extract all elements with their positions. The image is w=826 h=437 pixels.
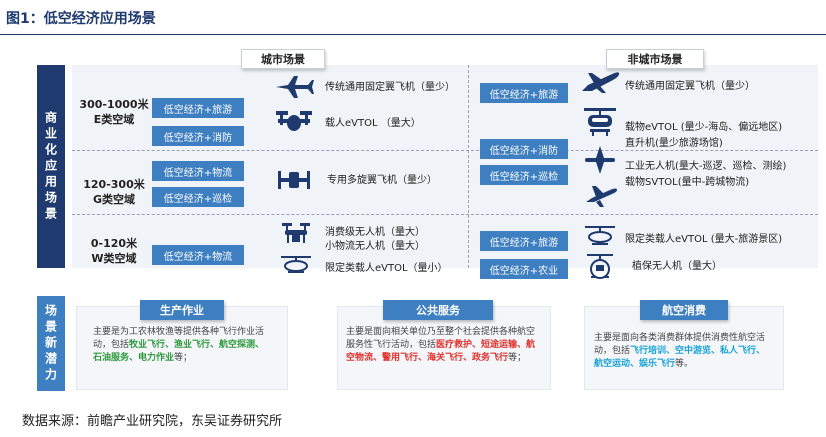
drone-icon bbox=[280, 220, 312, 248]
non-urban-tag-fire: 低空经济+消防 bbox=[480, 139, 568, 159]
potential-public-desc: 主要是面向相关单位乃至整个社会提供各种航空服务性飞行活动，包括医疗救护、短途运输… bbox=[346, 326, 542, 365]
desc-segment: 飞行培训、空中游览、私人飞行、航空运动、娱乐飞行 bbox=[594, 346, 766, 369]
desc-segment: 牧业飞行、渔业飞行、航空探测、石油服务、电力作业 bbox=[93, 340, 265, 363]
non-urban-tag-inspection: 低空经济+巡检 bbox=[480, 165, 568, 185]
non-urban-item-svtol: 载物SVTOL(量中-跨城物流) bbox=[625, 177, 750, 188]
altitude-e-range: 300-1000米 bbox=[79, 98, 149, 111]
divider-2 bbox=[72, 214, 818, 215]
potential-consumption-box bbox=[584, 306, 784, 390]
altitude-w: 0-120米 W类空域 bbox=[76, 236, 152, 266]
desc-segment: 主要是为工农林牧渔等提供各种飞行作业活动，包括 bbox=[93, 327, 265, 350]
header-non-urban: 非城市场景 bbox=[606, 49, 704, 69]
urban-tag-fire: 低空经济+消防 bbox=[152, 126, 244, 146]
altitude-w-range: 0-120米 bbox=[90, 237, 138, 250]
sidebar-potential: 场景新潜力 bbox=[37, 296, 65, 391]
non-urban-tag-tourism: 低空经济+旅游 bbox=[480, 83, 568, 103]
non-urban-item-cargo-evtol: 载物eVTOL (量少-海岛、偏远地区) bbox=[625, 122, 783, 133]
non-urban-item-industrial-uav: 工业无人机(量大-巡逻、巡检、测绘) bbox=[625, 161, 787, 172]
title-divider bbox=[0, 34, 826, 35]
urban-tag-tourism: 低空经济+旅游 bbox=[152, 98, 244, 118]
non-urban-item-limited-evtol: 限定类载人eVTOL (量大-旅游景区) bbox=[625, 234, 783, 245]
urban-item-limited-evtol: 限定类载人eVTOL（量小） bbox=[325, 263, 448, 274]
altitude-g: 120-300米 G类空域 bbox=[76, 177, 152, 207]
altitude-g-class: G类空域 bbox=[92, 193, 136, 206]
divider-vertical bbox=[468, 65, 469, 268]
limited-evtol-icon bbox=[582, 222, 618, 248]
plane-icon bbox=[270, 72, 318, 102]
urban-tag-inspection: 低空经济+巡检 bbox=[152, 187, 244, 207]
divider-1 bbox=[72, 150, 818, 151]
multirotor-icon bbox=[270, 165, 318, 195]
potential-consumption-title: 航空消费 bbox=[640, 300, 728, 320]
jet-icon bbox=[578, 68, 622, 96]
evtol-icon bbox=[270, 106, 318, 136]
evtol-small-icon bbox=[278, 252, 314, 276]
potential-production-title: 生产作业 bbox=[140, 300, 224, 320]
header-urban: 城市场景 bbox=[241, 49, 325, 69]
urban-tag-logistics: 低空经济+物流 bbox=[152, 161, 244, 181]
altitude-w-class: W类空域 bbox=[91, 252, 137, 265]
desc-segment: 等； bbox=[508, 353, 527, 363]
desc-segment: 主要是面向各类消费群体提供消费性航空活动，包括 bbox=[594, 333, 766, 356]
altitude-g-range: 120-300米 bbox=[83, 178, 145, 191]
urban-item-consumer-drone: 消费级无人机（量大） bbox=[325, 227, 425, 238]
desc-segment: 主要是面向相关单位乃至整个社会提供各种航空服务性飞行活动，包括 bbox=[346, 327, 536, 350]
cargo-evtol-icon bbox=[580, 104, 620, 140]
data-source: 数据来源：前瞻产业研究院，东吴证券研究所 bbox=[22, 414, 283, 429]
potential-production-desc: 主要是为工农林牧渔等提供各种飞行作业活动，包括牧业飞行、渔业飞行、航空探测、石油… bbox=[93, 326, 269, 365]
altitude-e-class: E类空域 bbox=[93, 113, 135, 126]
urban-tag-logistics-low: 低空经济+物流 bbox=[152, 245, 244, 265]
non-urban-item-fixed-wing: 传统通用固定翼飞机（量少） bbox=[625, 81, 755, 92]
potential-public-title: 公共服务 bbox=[383, 300, 493, 320]
non-urban-tag-agriculture: 低空经济+农业 bbox=[480, 259, 568, 279]
sidebar-commercial: 商业化应用场景 bbox=[37, 65, 65, 268]
altitude-e: 300-1000米 E类空域 bbox=[76, 97, 152, 127]
desc-segment: 医疗救护、短途运输、航空物流、警用飞行、海关飞行、政务飞行 bbox=[346, 340, 536, 363]
desc-segment: 等； bbox=[174, 353, 193, 363]
urban-item-evtol: 载人eVTOL （量大） bbox=[325, 118, 421, 129]
non-urban-item-plant-drone: 植保无人机（量大） bbox=[632, 261, 722, 272]
urban-item-multirotor: 专用多旋翼飞机（量少） bbox=[327, 175, 437, 186]
potential-consumption-desc: 主要是面向各类消费群体提供消费性航空活动，包括飞行培训、空中游览、私人飞行、航空… bbox=[594, 332, 774, 371]
plant-drone-icon bbox=[584, 252, 616, 280]
non-urban-item-helicopter: 直升机(量少旅游场馆) bbox=[625, 138, 723, 149]
urban-item-fixed-wing: 传统通用固定翼飞机（量少） bbox=[325, 82, 455, 93]
non-urban-tag-tourism-low: 低空经济+旅游 bbox=[480, 231, 568, 251]
urban-item-logistics-drone: 小物流无人机（量大） bbox=[325, 241, 425, 252]
desc-segment: 等。 bbox=[675, 359, 694, 369]
svtol-icon bbox=[582, 181, 620, 209]
figure-title: 图1：低空经济应用场景 bbox=[6, 11, 156, 27]
uav-icon bbox=[580, 145, 620, 175]
